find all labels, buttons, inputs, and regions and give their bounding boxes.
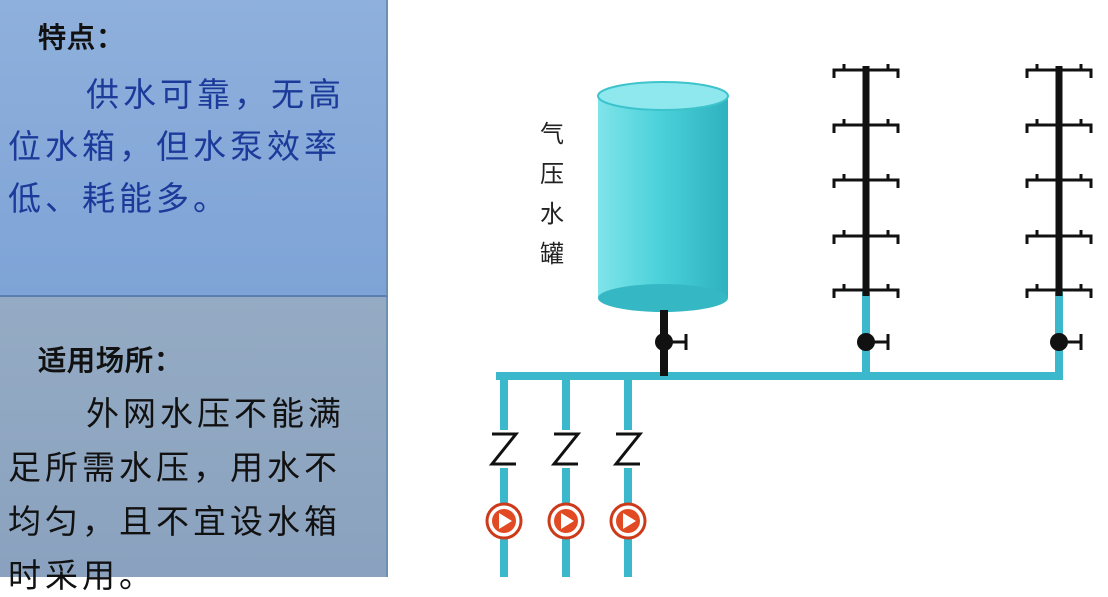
pressure-tank	[597, 81, 729, 312]
applicable-line: 均匀，且不宜设水箱	[8, 502, 341, 541]
faucet-icon	[832, 284, 900, 298]
applicable-line: 时采用。	[8, 556, 156, 595]
applicable-line: 外网水压不能满	[86, 394, 345, 433]
gate-valve-icon	[1050, 333, 1083, 351]
tank-label-char: 罐	[540, 240, 564, 268]
features-line: 供水可靠，无高	[86, 75, 345, 114]
check-valve-icon	[488, 430, 520, 468]
features-line: 位水箱，但水泵效率	[8, 127, 341, 166]
check-valve-icon	[550, 430, 582, 468]
riser-left	[832, 64, 900, 376]
faucet-icon	[1025, 174, 1093, 188]
faucet-icon	[832, 64, 900, 78]
faucet-icon	[1025, 119, 1093, 133]
pump-icon	[609, 502, 647, 540]
features-heading: 特点：	[38, 21, 126, 54]
faucet-icon	[1025, 230, 1093, 244]
tank-label-char: 压	[540, 160, 564, 188]
water-supply-diagram: 气 压 水 罐	[485, 64, 1093, 577]
tank-label-char: 气	[540, 120, 564, 148]
features-line: 低、耗能多。	[8, 179, 230, 218]
faucet-icon	[832, 174, 900, 188]
applicable-panel: 适用场所： 外网水压不能满 足所需水压，用水不 均匀，且不宜设水箱 时采用。	[0, 297, 388, 595]
gate-valve-icon	[655, 333, 688, 351]
applicable-line: 足所需水压，用水不	[8, 448, 341, 487]
faucet-icon	[832, 230, 900, 244]
faucet-icon	[1025, 284, 1093, 298]
check-valve-icon	[612, 430, 644, 468]
description-panel: 特点： 供水可靠，无高 位水箱，但水泵效率 低、耗能多。 适用场所： 外网水压不…	[0, 0, 388, 595]
faucet-icon	[832, 119, 900, 133]
tank-label-char: 水	[540, 200, 564, 228]
features-panel: 特点： 供水可靠，无高 位水箱，但水泵效率 低、耗能多。	[0, 0, 388, 297]
gate-valve-icon	[857, 333, 890, 351]
pump-icon	[485, 502, 523, 540]
pump-icon	[547, 502, 585, 540]
faucet-icon	[1025, 64, 1093, 78]
riser-right	[1025, 64, 1093, 376]
applicable-heading: 适用场所：	[38, 344, 184, 377]
